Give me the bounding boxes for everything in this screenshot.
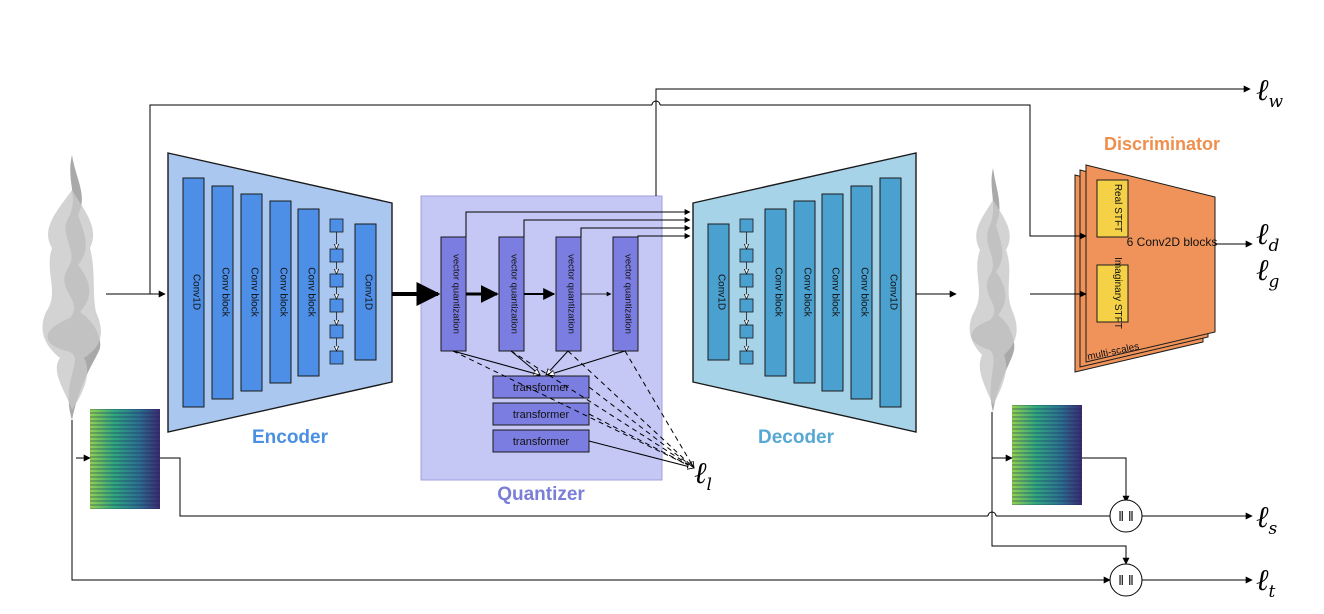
decoder: Conv1D Conv block Conv block Conv block … — [692, 152, 917, 433]
vq-label: vector quantization — [509, 254, 520, 334]
conv2d-blocks-label: 6 Conv2D blocks — [1127, 235, 1218, 249]
norm-nodes: ‖ ‖ ‖ ‖ — [1109, 499, 1143, 597]
loss-d-label: ℓd — [1256, 217, 1280, 256]
decoder-layer-label: Conv block — [859, 267, 870, 317]
norm-symbol: ‖ ‖ — [1118, 572, 1133, 588]
discriminator-title: Discriminator — [1104, 134, 1220, 154]
encoder-layer-label: Conv block — [220, 267, 231, 317]
decoder-layer-label: Conv block — [830, 267, 841, 317]
transformer-label: transformer — [513, 436, 570, 448]
encoder-layer-label: Conv block — [249, 267, 260, 317]
encoder-layer-label: Conv block — [306, 267, 317, 317]
real-stft-label: Real STFT — [1112, 184, 1123, 232]
decoder-lstm-chain — [739, 218, 754, 365]
quantizer-title: Quantizer — [497, 484, 585, 505]
input-waveform-shadow — [42, 190, 101, 410]
decoder-layers — [707, 177, 902, 408]
vq-label: vector quantization — [623, 254, 634, 334]
quantizer: vector quantization vector quantization … — [420, 195, 663, 481]
time-norm-node — [1109, 563, 1143, 597]
vq-label: vector quantization — [451, 254, 462, 334]
loss-w-label: ℓw — [1256, 73, 1284, 112]
discriminator: Real STFT Imaginary STFT 6 Conv2D blocks… — [1074, 164, 1218, 373]
loss-g-label: ℓg — [1256, 253, 1280, 292]
decoder-layer-label: Conv block — [802, 267, 813, 317]
loss-s-label: ℓs — [1256, 500, 1278, 539]
encoder-layer-label: Conv1D — [363, 274, 374, 310]
encoder-title: Encoder — [252, 427, 329, 448]
output-spectrogram — [1012, 405, 1082, 505]
transformer-blocks — [492, 375, 590, 453]
transformer-label: transformer — [513, 382, 570, 394]
encoder: Conv1D Conv block Conv block Conv block … — [167, 152, 393, 433]
input-spectrogram — [90, 409, 160, 509]
connections — [71, 85, 1253, 584]
loss-t-label: ℓt — [1256, 563, 1276, 602]
encoder-layers — [182, 177, 377, 408]
spectral-norm-node — [1109, 499, 1143, 533]
decoder-layer-label: Conv block — [773, 267, 784, 317]
decoder-layer-label: Conv1D — [888, 274, 899, 310]
loss-l-label: ℓl — [694, 456, 712, 495]
encoder-lstm-chain — [329, 218, 344, 365]
decoder-title: Decoder — [758, 427, 835, 448]
commitment-loss-lines — [452, 350, 694, 468]
encoder-layer-label: Conv block — [278, 267, 289, 317]
transformer-label: transformer — [513, 409, 570, 421]
conv2d-blocks-label-line: 6 Conv2D blocks — [1127, 235, 1218, 249]
output-waveform-shadow — [969, 200, 1017, 405]
norm-symbol: ‖ ‖ — [1118, 508, 1133, 524]
encoder-layer-label: Conv1D — [191, 274, 202, 310]
decoder-layer-label: Conv1D — [716, 274, 727, 310]
imaginary-stft-label: Imaginary STFT — [1112, 257, 1123, 329]
vq-label: vector quantization — [566, 254, 577, 334]
